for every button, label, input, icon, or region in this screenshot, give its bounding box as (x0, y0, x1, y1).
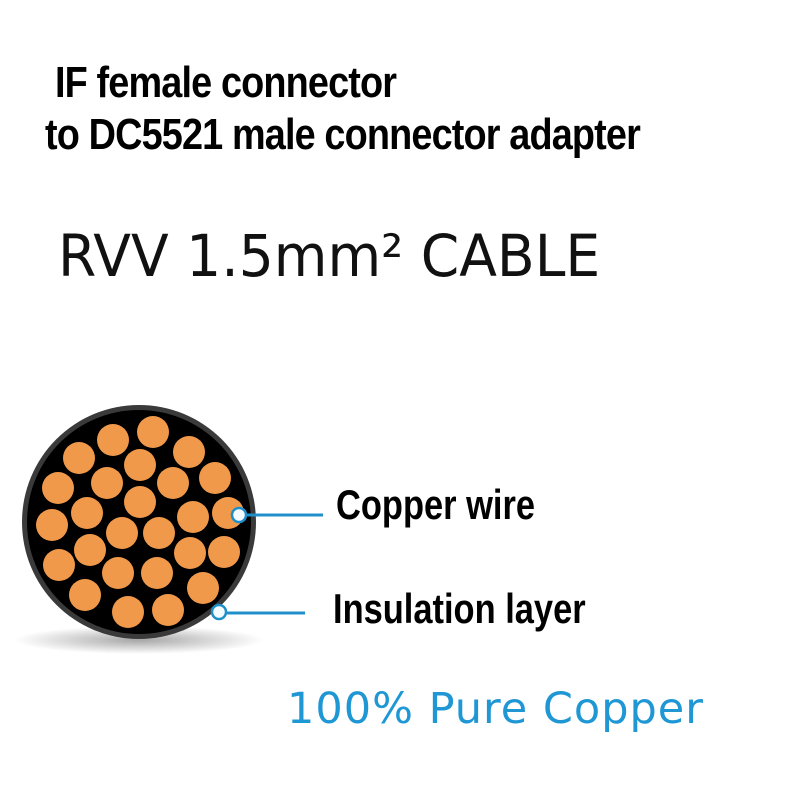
copper-wire-label: Copper wire (336, 481, 536, 528)
pure-copper-tagline: 100% Pure Copper (287, 684, 704, 734)
insulation-pointer (210, 603, 305, 621)
cable-spec-title: RVV 1.5mm² CABLE (58, 222, 601, 290)
pointer-dot-icon (210, 603, 228, 621)
insulation-layer-label: Insulation layer (333, 585, 586, 632)
cable-shadow (14, 626, 264, 654)
headline-line-1: IF female connector (55, 58, 397, 107)
copper-strands (36, 416, 244, 628)
pointer-dot-icon (230, 506, 248, 524)
copper-wire-pointer (230, 506, 323, 524)
headline-line-2: to DC5521 male connector adapter (45, 110, 641, 159)
